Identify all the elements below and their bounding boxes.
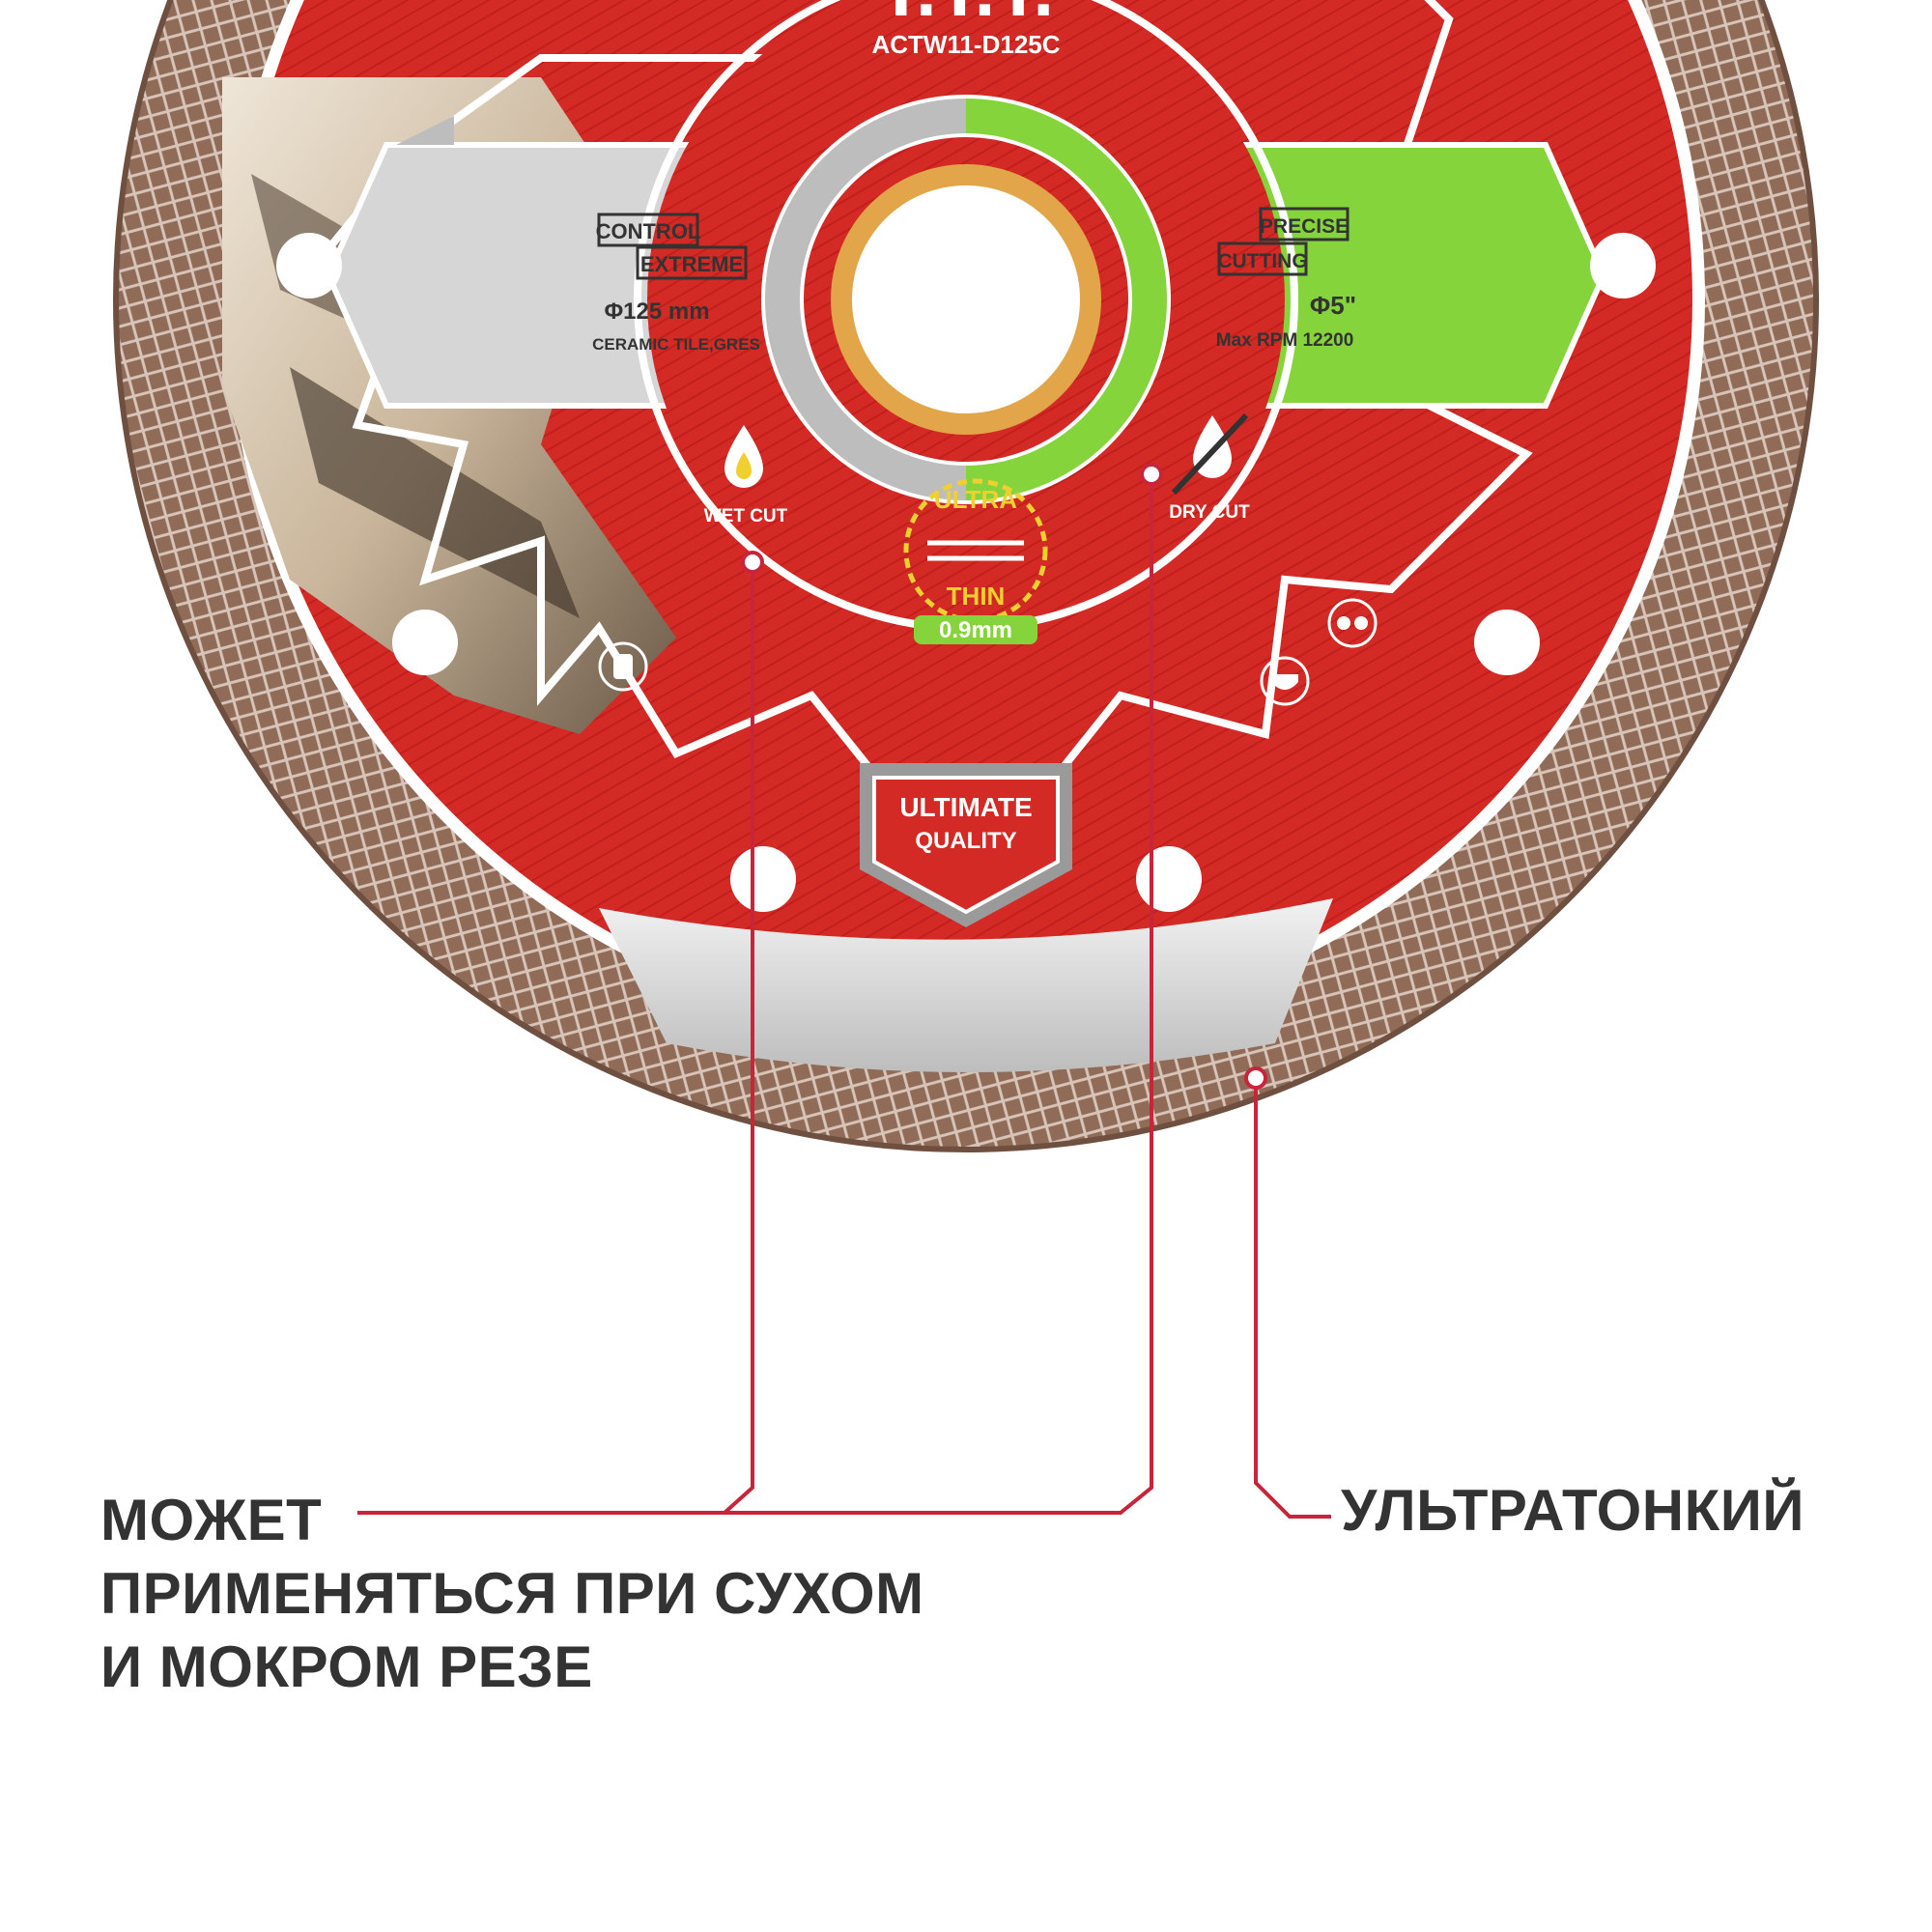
- callout-lines: [357, 463, 1331, 1519]
- no-water-drop-icon: [1171, 412, 1249, 496]
- mask-icon: [1260, 656, 1310, 706]
- ultra-label: ULTRA: [934, 485, 1017, 514]
- right-panel-line1: PRECISE: [1260, 215, 1349, 238]
- left-panel-diameter: Φ125 mm: [604, 298, 709, 325]
- brand-logo: T.T.T.: [878, 0, 1054, 32]
- right-panel-diameter: Φ5": [1310, 291, 1356, 320]
- thickness-label: 0.9mm: [939, 617, 1012, 643]
- model-number: ACTW11-D125C: [871, 30, 1060, 59]
- right-panel-rpm: Max RPM 12200: [1216, 330, 1354, 351]
- thin-label: THIN: [947, 582, 1006, 611]
- ultimate-quality-badge: [860, 763, 1072, 927]
- arbor-hole: [852, 185, 1080, 413]
- caption-left-line3: И МОКРОМ РЕЗЕ: [100, 1634, 593, 1699]
- left-panel-line1: CONTROL: [596, 219, 701, 243]
- goggles-icon: [1327, 598, 1378, 648]
- gloves-icon: [598, 641, 648, 692]
- caption-left-line1: МОЖЕТ: [100, 1488, 323, 1552]
- arrow-ring-green: [965, 97, 1169, 502]
- caption-left-line2: ПРИМЕНЯТЬСЯ ПРИ СУХОМ: [100, 1561, 924, 1626]
- wet-cut-label: WET CUT: [704, 506, 788, 526]
- badge-line2: QUALITY: [915, 828, 1016, 854]
- blade-thickness-icon: [903, 478, 1048, 644]
- water-drop-icon: [724, 425, 763, 488]
- dry-cut-label: DRY CUT: [1169, 502, 1250, 523]
- caption-ultra-thin: УЛЬТРАТОНКИЙ: [1341, 1478, 1804, 1543]
- left-panel-line2: EXTREME: [640, 252, 743, 276]
- badge-line1: ULTIMATE: [899, 792, 1032, 822]
- caption-wet-dry-cut: МОЖЕТ ПРИМЕНЯТЬСЯ ПРИ СУХОМ И МОКРОМ РЕЗ…: [100, 1484, 924, 1704]
- left-panel-material: CERAMIC TILE,GRES: [592, 335, 760, 354]
- right-panel-line2: CUTTING: [1217, 250, 1307, 272]
